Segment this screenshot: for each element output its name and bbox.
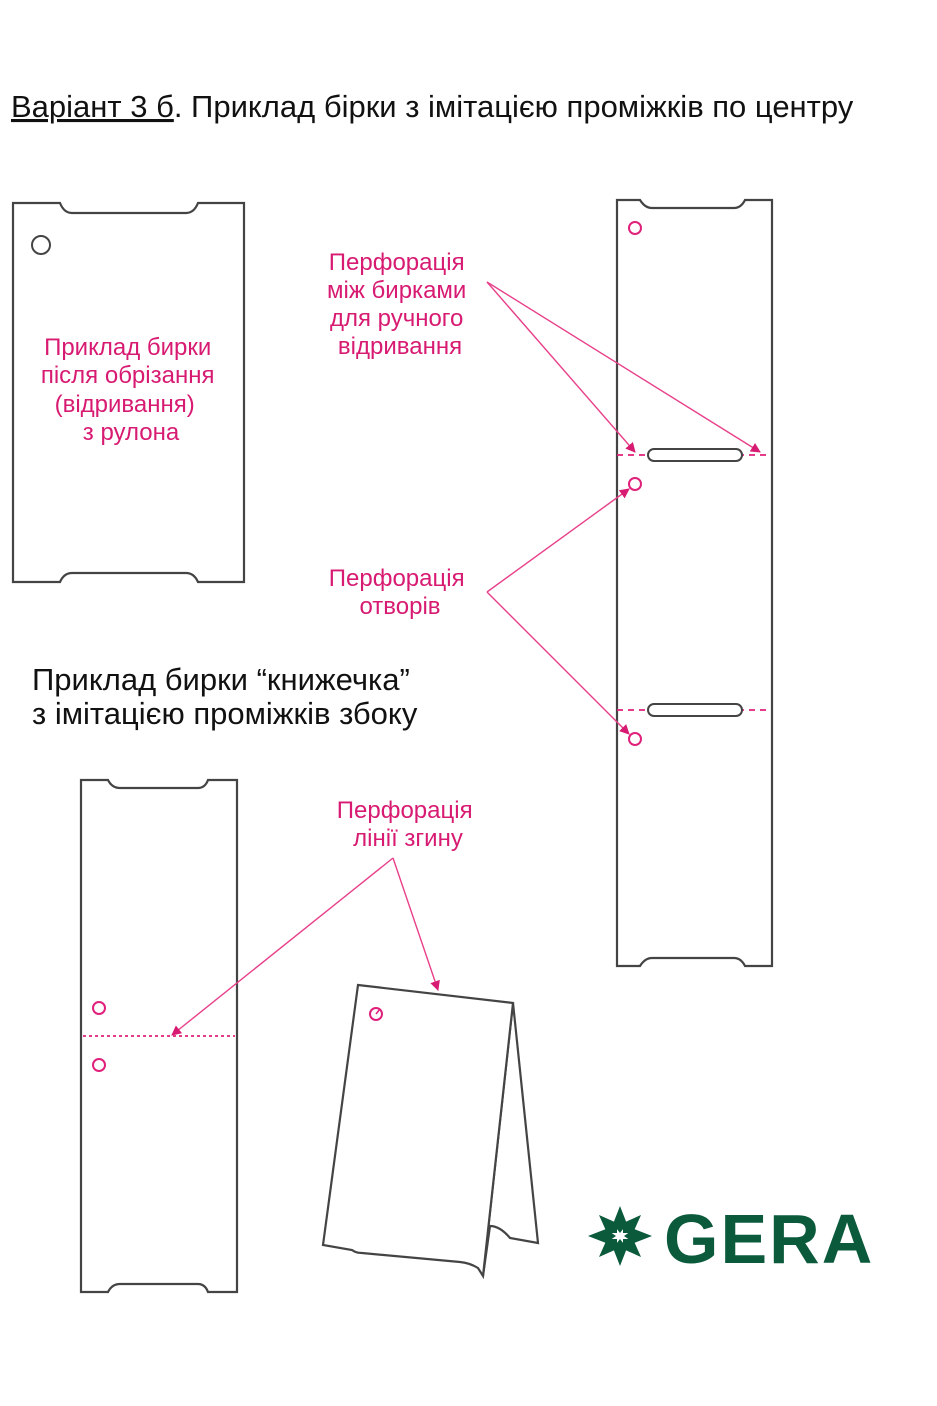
perforation-between-label: Перфорація між бирками для ручного відри… [327,249,473,360]
booklet-heading: Приклад бирки “книжечка” з імітацією про… [32,662,418,731]
tear-slot [647,703,743,717]
hang-hole-icon [31,235,51,255]
arrow [486,591,630,735]
roll-strip-shape [615,198,774,968]
variant-label: Варіант 3 б [11,89,174,124]
logo-text: GERA [664,1200,874,1278]
cut-tag-label: Приклад бирки після обрізання (відриванн… [41,334,221,446]
arrow [486,488,630,593]
star-icon [588,1206,652,1266]
arrow [486,281,636,453]
tear-slot [647,448,743,462]
perforation-holes-label: Перфорація отворів [329,565,471,620]
arrow [171,857,394,1036]
folded-tent-tag-shape [321,983,540,1280]
booklet-tag-shape [79,778,239,1294]
cut-tag-shape [11,201,246,584]
arrow [486,281,761,453]
page-title: Варіант 3 б. Приклад бірки з імітацією п… [11,89,854,124]
fold-line-label: Перфорація лінії згину [337,797,479,852]
gera-logo: GERA [588,1200,874,1278]
arrow [392,857,440,991]
